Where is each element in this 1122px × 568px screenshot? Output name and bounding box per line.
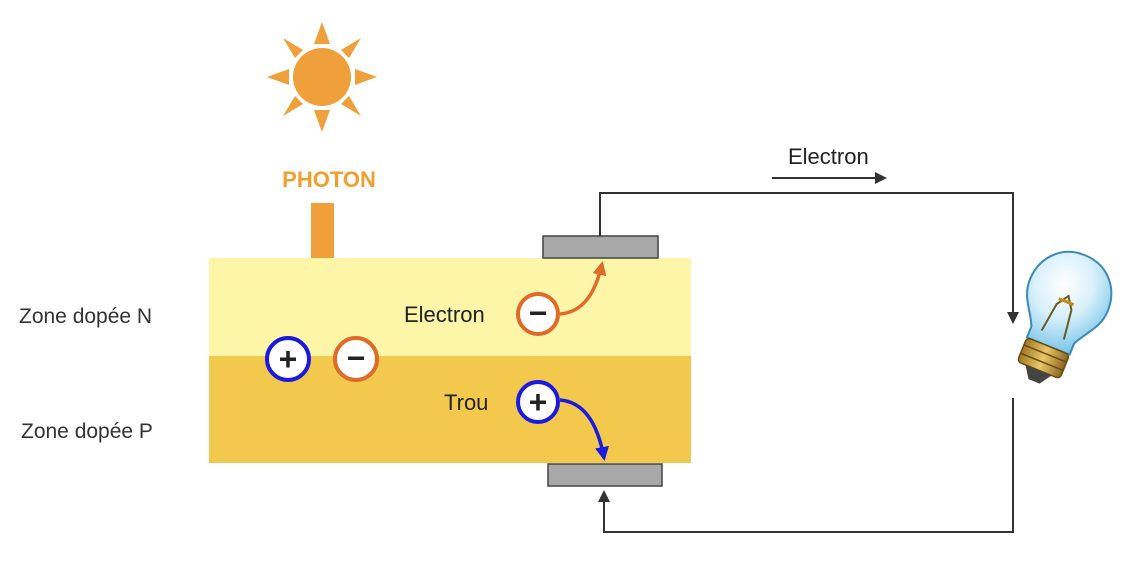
plus-sign: + — [279, 341, 298, 377]
plus-sign: + — [529, 384, 548, 420]
electron-charge-junction: − — [333, 336, 379, 382]
bottom-electrode — [547, 463, 663, 487]
electron-path-arrow — [559, 261, 607, 316]
sun-icon — [267, 22, 377, 132]
top-electrode — [542, 235, 659, 259]
minus-sign: − — [347, 340, 366, 376]
electron-circuit-label: Electron — [788, 144, 869, 169]
zone-n-label: Zone dopée N — [19, 305, 152, 328]
hole-charge: + — [516, 380, 560, 424]
circuit-wire-bottom — [598, 398, 1014, 533]
photon-label: PHOTON — [282, 167, 376, 192]
zone-p-label: Zone dopée P — [21, 420, 153, 443]
electron-cell-label: Electron — [404, 302, 485, 327]
light-bulb-icon — [1017, 250, 1113, 384]
hole-charge-junction: + — [265, 336, 311, 382]
hole-path-arrow — [559, 398, 609, 461]
minus-sign: − — [529, 295, 548, 331]
hole-label: Trou — [444, 390, 488, 415]
circuit-wire-top — [599, 192, 1019, 324]
electron-charge: − — [516, 292, 560, 336]
